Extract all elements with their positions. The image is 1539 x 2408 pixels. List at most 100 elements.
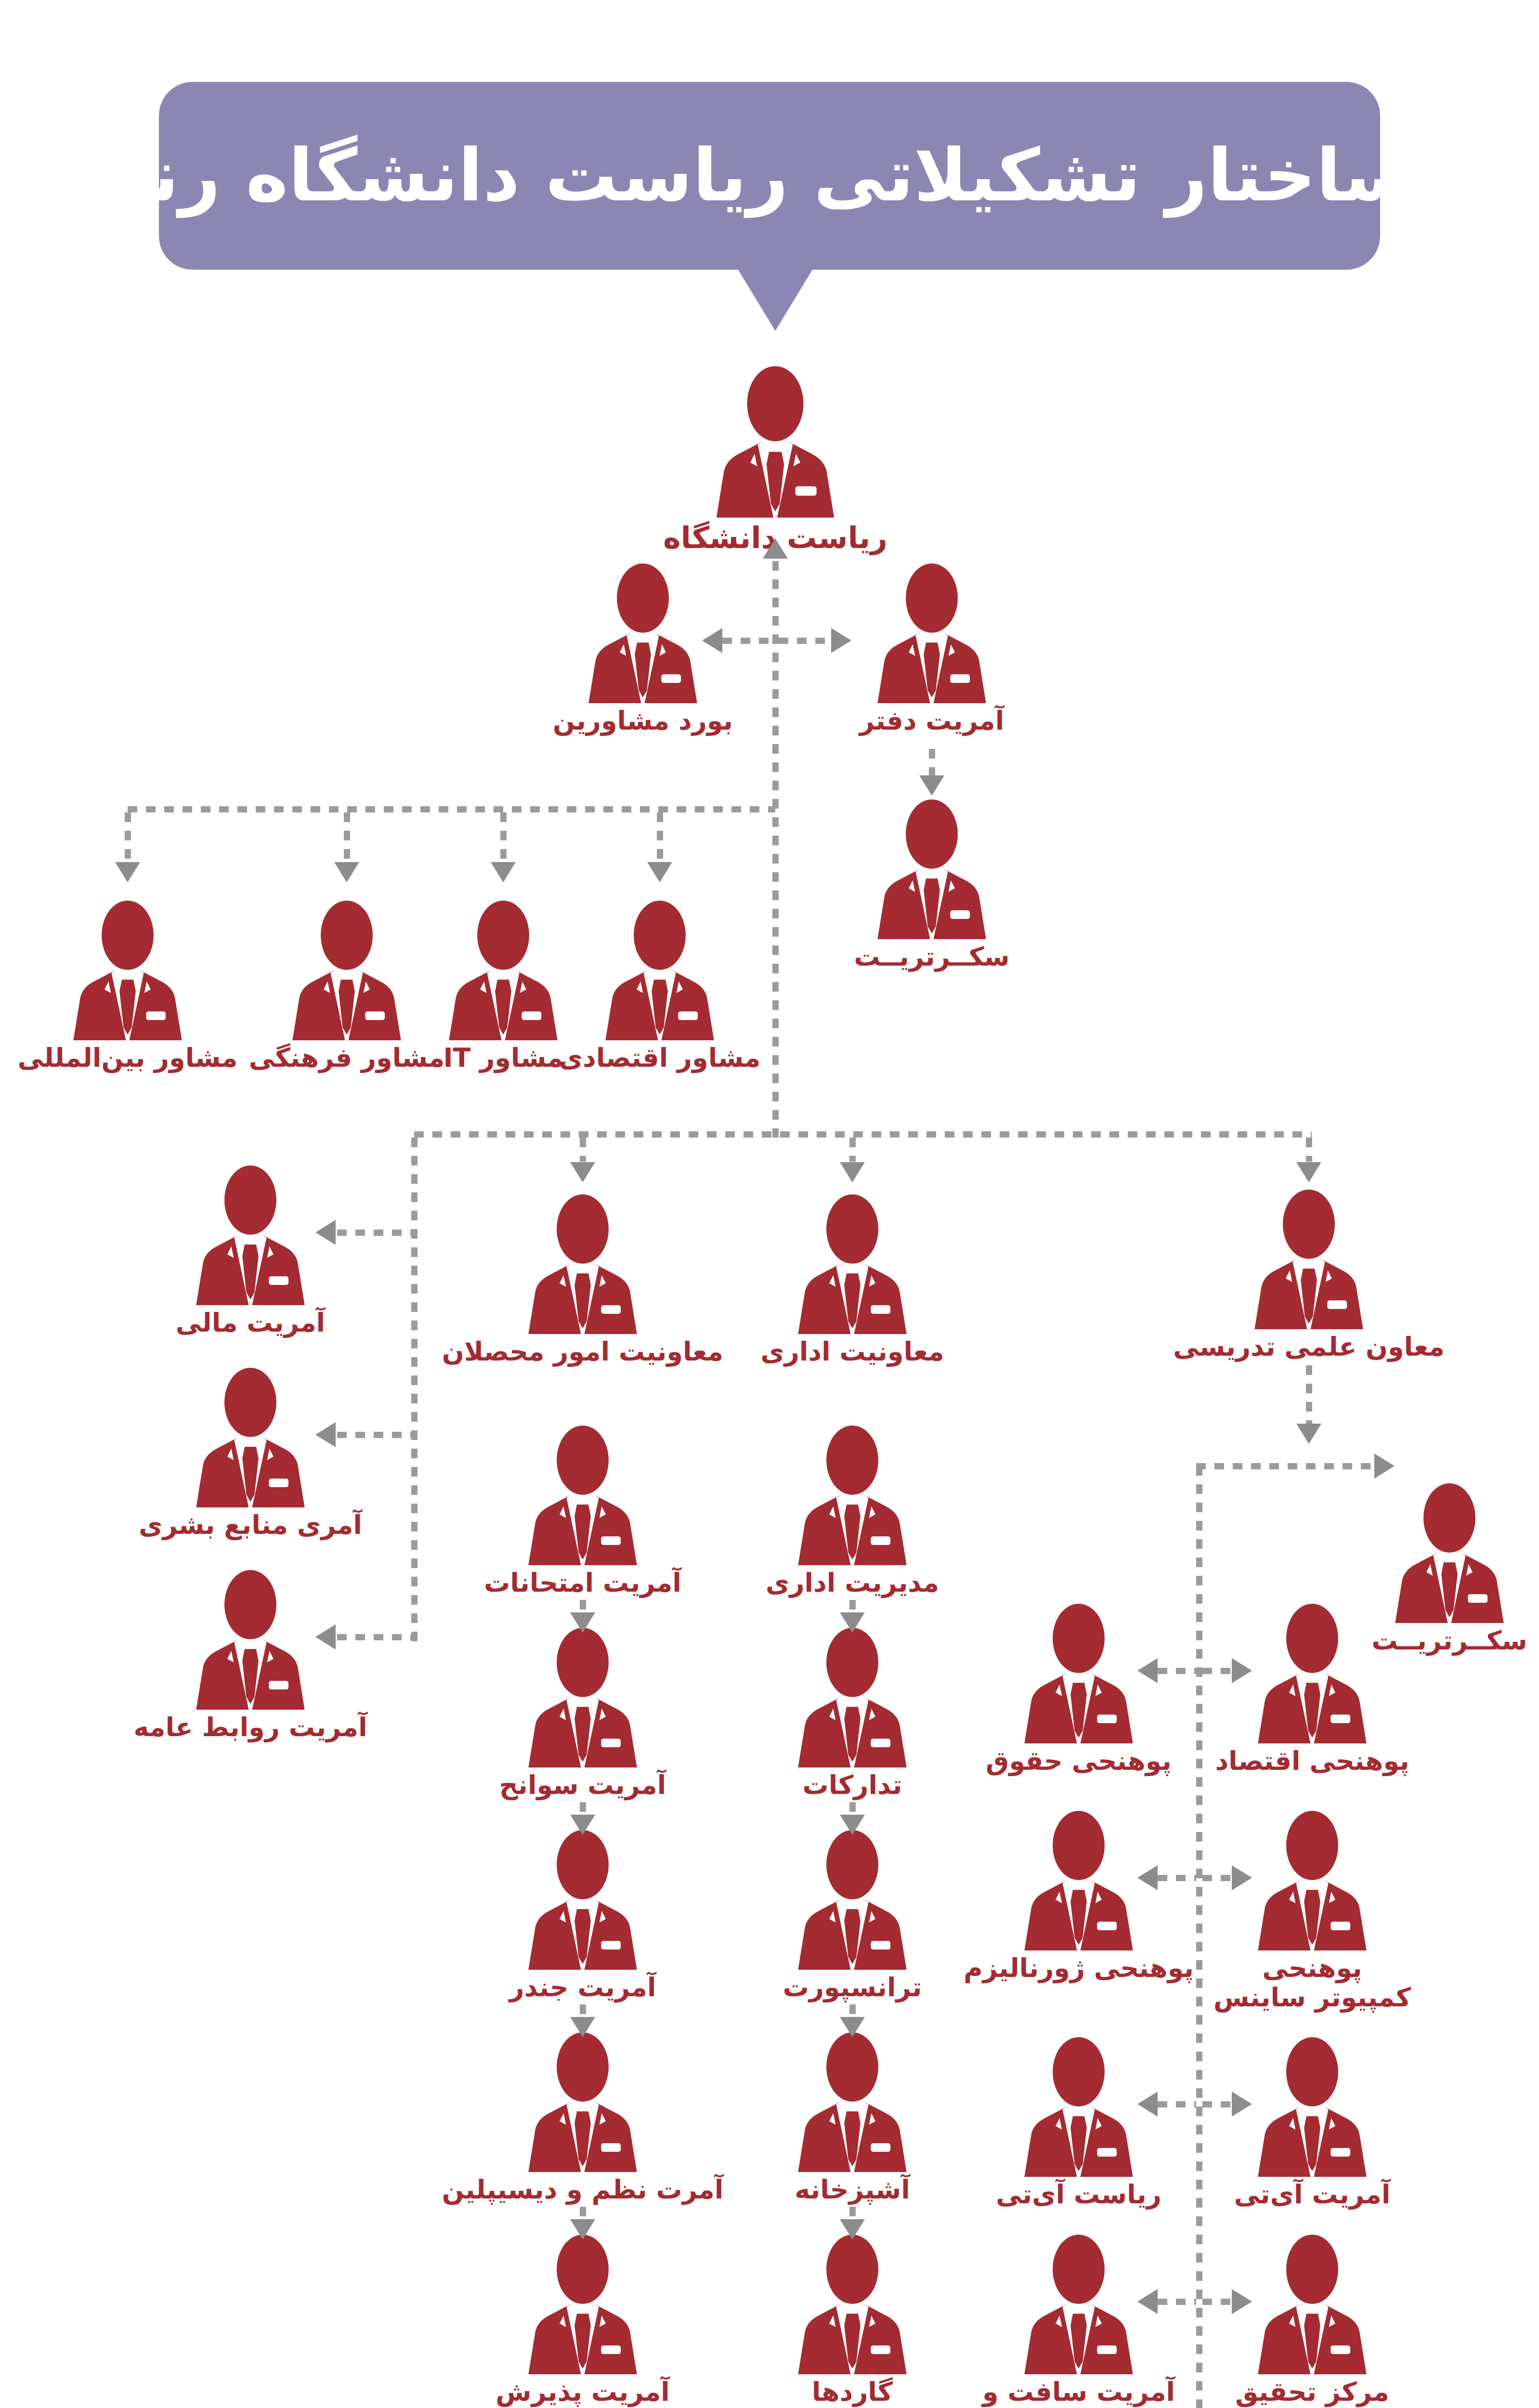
arrowhead-icon	[1374, 1453, 1395, 1479]
dashed-connector-line	[849, 1802, 856, 1818]
org-node-it-advisor: مشاور IT	[339, 901, 667, 1073]
node-label: مرکز تحقیق	[1235, 2377, 1389, 2407]
arrowhead-icon	[1137, 1865, 1158, 1890]
org-node-economics-faculty: پوهنحی اقتصاد	[1148, 1604, 1476, 1776]
arrowhead-icon	[919, 775, 944, 796]
dashed-connector-line	[580, 1138, 586, 1162]
dashed-connector-line	[1306, 1365, 1312, 1426]
org-node-records-directorate: آمریت سوانح	[419, 1628, 746, 1800]
node-label: آمریت پذیرش	[496, 2377, 670, 2407]
businessman-bust-icon	[605, 901, 714, 1040]
node-label: آمریت آی‌تی	[1234, 2179, 1391, 2210]
businessman-bust-icon	[1254, 1190, 1363, 1329]
dashed-connector-line	[722, 638, 772, 644]
org-node-intl-advisor: مشاور بین‌المللی	[0, 901, 291, 1073]
org-node-president: ریاست دانشگاه	[612, 366, 939, 555]
arrowhead-icon	[1296, 1162, 1321, 1182]
node-label: آشپزخانه	[795, 2174, 910, 2205]
node-label: معاون علمی تدریسی	[1173, 1332, 1445, 1362]
businessman-bust-icon	[877, 799, 986, 939]
businessman-bust-icon	[1258, 1811, 1367, 1950]
businessman-bust-icon	[798, 1628, 907, 1767]
node-label: آمریت سافت و	[982, 2377, 1175, 2407]
arrowhead-icon	[702, 628, 722, 653]
node-label: آمریت جندر	[509, 1972, 656, 2002]
org-node-admin-management: مدیریت اداری	[689, 1426, 1016, 1598]
org-node-office-directorate: آمریت دفتر	[768, 563, 1096, 736]
arrowhead-icon	[315, 1624, 336, 1649]
node-label: مشاور اقتصادی	[559, 1043, 761, 1073]
node-label: سکــرتریــت	[854, 942, 1010, 972]
node-label: پوهنحی	[1262, 1953, 1362, 1983]
businessman-bust-icon	[449, 901, 558, 1040]
dashed-connector-line	[580, 1600, 586, 1615]
org-node-discipline-directorate: آمرت نظم و دیسیپلین	[419, 2032, 746, 2205]
dashed-connector-line	[849, 1600, 856, 1615]
org-node-public-relations: آمریت روابط عامه	[87, 1570, 414, 1742]
dashed-connector-line	[1202, 1875, 1233, 1881]
businessman-bust-icon	[1395, 1483, 1504, 1623]
node-label: آمری منابع بشری	[139, 1510, 362, 1540]
businessman-bust-icon	[528, 2235, 637, 2374]
businessman-bust-icon	[528, 1426, 637, 1565]
businessman-bust-icon	[1024, 2235, 1133, 2374]
dashed-connector-line	[1202, 1668, 1233, 1674]
page-title: ساختار تشکیلاتی ریاست دانشگاه رنا	[125, 134, 1414, 218]
node-label: مدیریت اداری	[765, 1568, 939, 1598]
dashed-connector-line	[849, 2207, 856, 2222]
org-node-finance-directorate: آمریت مالی	[87, 1165, 414, 1338]
dashed-connector-line	[1306, 1138, 1312, 1162]
dashed-connector-line	[1158, 2101, 1196, 2107]
dashed-connector-line	[337, 1634, 411, 1640]
arrowhead-icon	[570, 2219, 595, 2239]
node-label-line2: یر هوس	[1026, 2407, 1131, 2408]
businessman-bust-icon	[798, 2032, 907, 2172]
dashed-connector-line	[337, 1230, 411, 1236]
businessman-bust-icon	[588, 563, 697, 703]
dashed-connector-line	[411, 1138, 417, 1643]
arrowhead-icon	[840, 2219, 865, 2239]
node-label: معاونیت امور محصلان	[442, 1336, 724, 1367]
arrowhead-icon	[840, 1162, 865, 1182]
arrowhead-icon	[840, 1815, 865, 1835]
node-label: بورد مشاورین	[553, 706, 733, 736]
businessman-bust-icon	[798, 1830, 907, 1970]
org-node-research-center: مرکز تحقیق	[1148, 2235, 1476, 2407]
arrowhead-icon	[1232, 1865, 1252, 1890]
arrowhead-icon	[1137, 1658, 1158, 1683]
arrowhead-icon	[315, 1220, 336, 1245]
node-label: پوهنحی حقوق	[986, 1746, 1172, 1776]
org-node-exams-directorate: آمریت امتحانات	[419, 1426, 746, 1598]
node-label: آمریت سوانح	[499, 1770, 666, 1800]
node-label: آمریت روابط عامه	[133, 1712, 367, 1742]
arrowhead-icon	[315, 1422, 336, 1447]
businessman-bust-icon	[196, 1165, 305, 1305]
org-node-hr-officer: آمری منابع بشری	[87, 1368, 414, 1540]
dashed-connector-line	[580, 2004, 586, 2020]
businessman-bust-icon	[196, 1368, 305, 1507]
org-node-admissions-directorate: آمریت پذیرش	[419, 2235, 746, 2407]
arrowhead-icon	[1232, 1658, 1252, 1683]
dashed-connector-line	[128, 806, 775, 812]
node-label-line2: کمپیوتر ساینس	[1213, 1982, 1411, 2013]
arrowhead-icon	[570, 1815, 595, 1835]
businessman-bust-icon	[528, 2032, 637, 2172]
dashed-connector-line	[849, 1138, 856, 1162]
businessman-bust-icon	[877, 563, 986, 703]
org-node-kitchen: آشپزخانه	[689, 2032, 1016, 2205]
org-node-procurement: تدارکات	[689, 1628, 1016, 1800]
dashed-connector-line	[580, 1802, 586, 1818]
org-node-cultural-advisor: مشاور فرهنگی	[183, 901, 510, 1073]
node-label: مشاور IT	[443, 1043, 563, 1073]
node-label: تدارکات	[802, 1770, 902, 1800]
businessman-bust-icon	[1024, 1811, 1133, 1950]
businessman-bust-icon	[1024, 1604, 1133, 1743]
arrowhead-icon	[840, 1612, 865, 1633]
org-node-journalism-faculty: پوهنحی ژورنالیزم	[915, 1811, 1242, 1983]
org-node-law-faculty: پوهنحی حقوق	[915, 1604, 1242, 1776]
dashed-connector-line	[1196, 1463, 1374, 1469]
node-label: آمرت نظم و دیسیپلین	[442, 2174, 724, 2205]
node-label: آمریت امتحانات	[484, 1568, 681, 1598]
businessman-bust-icon	[798, 1426, 907, 1565]
